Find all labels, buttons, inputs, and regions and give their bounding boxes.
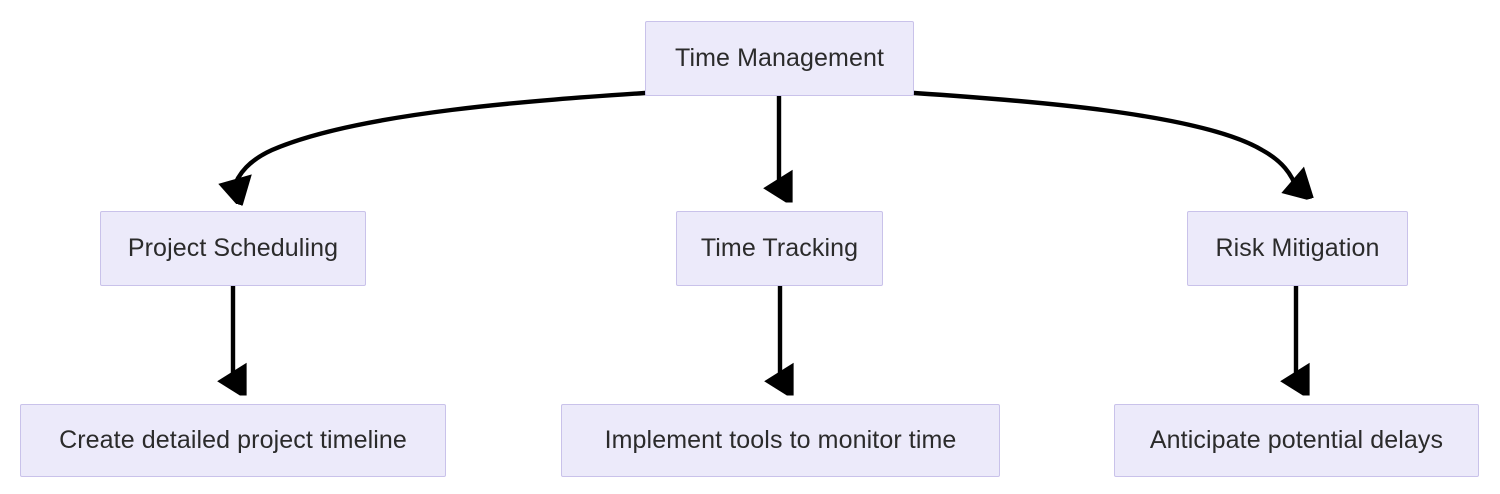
node-label: Create detailed project timeline xyxy=(59,426,407,454)
node-label: Time Management xyxy=(675,44,884,72)
node-label: Time Tracking xyxy=(700,234,859,262)
node-create-detailed-project-timeline[interactable]: Create detailed project timeline xyxy=(20,404,446,477)
node-anticipate-potential-delays[interactable]: Anticipate potential delays xyxy=(1114,404,1479,477)
node-time-management[interactable]: Time Management xyxy=(645,21,914,96)
node-label: Risk Mitigation xyxy=(1215,234,1380,262)
node-implement-tools-to-monitor-time[interactable]: Implement tools to monitor time xyxy=(561,404,1000,477)
edge-root-to-project-scheduling xyxy=(233,90,648,190)
edge-root-to-risk-mitigation xyxy=(911,90,1297,190)
node-time-tracking[interactable]: Time Tracking xyxy=(676,211,883,286)
node-label: Project Scheduling xyxy=(127,234,339,262)
node-label: Anticipate potential delays xyxy=(1149,426,1444,454)
node-risk-mitigation[interactable]: Risk Mitigation xyxy=(1187,211,1408,286)
node-project-scheduling[interactable]: Project Scheduling xyxy=(100,211,366,286)
node-label: Implement tools to monitor time xyxy=(604,426,957,454)
